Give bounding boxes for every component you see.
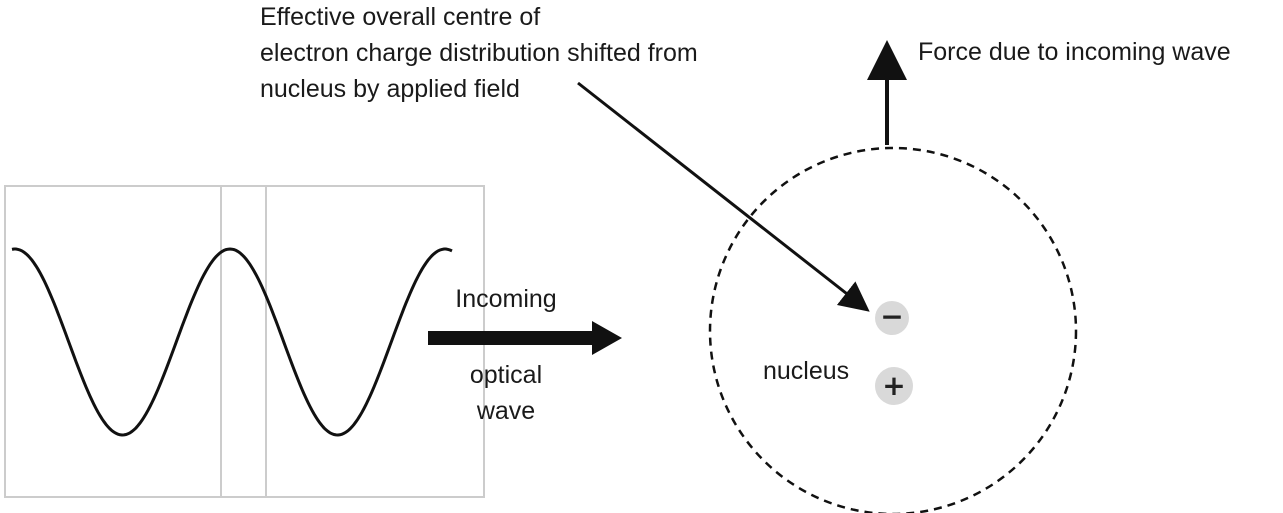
positive-charge-symbol: + [882,369,906,402]
incoming-wave-arrow [428,321,622,355]
wave-label: wave [476,397,536,425]
electron-center-annotation-line3: nucleus by applied field [260,75,520,103]
wave-box [4,185,485,498]
negative-charge-symbol: − [880,300,904,333]
nucleus-label: nucleus [763,357,850,385]
electron-charge-center [875,301,909,335]
electron-cloud-boundary [708,146,1078,513]
electron-center-annotation-line1: Effective overall centre of [260,3,541,31]
optical-label: optical [469,361,543,389]
electron-center-annotation-line2: electron charge distribution shifted fro… [260,39,698,67]
electron-center-pointer [577,81,870,312]
nucleus-charge [875,367,913,405]
wave-slice-highlight [220,185,267,498]
force-label: Force due to incoming wave [918,38,1231,66]
optical-wave-curve [11,247,453,437]
incoming-label: Incoming [455,285,557,313]
